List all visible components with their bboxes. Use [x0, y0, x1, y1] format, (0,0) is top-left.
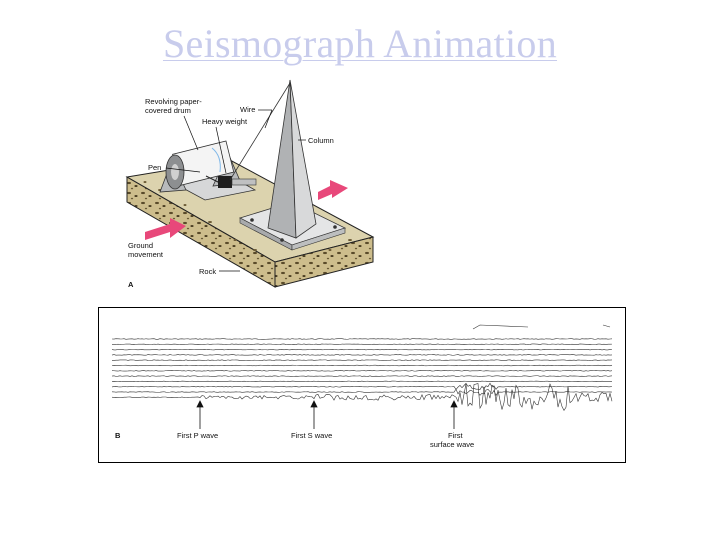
- drum-label: Revolving paper-: [145, 97, 202, 106]
- heavy-weight-label: Heavy weight: [202, 117, 248, 126]
- seismogram: B First P wave First S wave First surfac…: [98, 307, 626, 463]
- rock-label: Rock: [199, 267, 216, 276]
- panel-letter-b: B: [115, 431, 121, 440]
- drum-label-2: covered drum: [145, 106, 191, 115]
- p-wave-label: First P wave: [177, 431, 218, 440]
- s-wave-label: First S wave: [291, 431, 332, 440]
- seismogram-trace-line: [112, 381, 612, 382]
- column-label: Column: [308, 136, 334, 145]
- ground-movement-arrow-right: [318, 180, 348, 200]
- seismogram-trace-line: [112, 365, 612, 366]
- wire-label: Wire: [240, 105, 255, 114]
- seismogram-trace-line: [112, 389, 612, 395]
- seismogram-trace-line: [112, 355, 612, 356]
- seismogram-trace-marker: [473, 325, 610, 329]
- surface-wave-label: First: [448, 431, 463, 440]
- seismogram-traces: [112, 325, 612, 410]
- seismogram-trace-line: [112, 349, 612, 350]
- ground-movement-label: Ground: [128, 241, 153, 250]
- pen-label: Pen: [148, 163, 161, 172]
- seismogram-trace-line: [112, 360, 612, 361]
- seismogram-trace-line: [112, 339, 612, 340]
- seismogram-trace-line: [112, 344, 612, 345]
- seismogram-trace-line: [112, 376, 612, 377]
- column: [268, 80, 316, 238]
- ground-movement-label-2: movement: [128, 250, 164, 259]
- seismograph-diagram: Revolving paper- covered drum Wire Heavy…: [0, 0, 720, 300]
- surface-wave-label-2: surface wave: [430, 440, 474, 449]
- seismogram-trace-line: [112, 383, 612, 389]
- seismogram-trace-line: [112, 383, 612, 410]
- seismogram-trace-line: [112, 370, 612, 371]
- panel-letter-a: A: [128, 280, 134, 289]
- heavy-weight: [218, 176, 232, 188]
